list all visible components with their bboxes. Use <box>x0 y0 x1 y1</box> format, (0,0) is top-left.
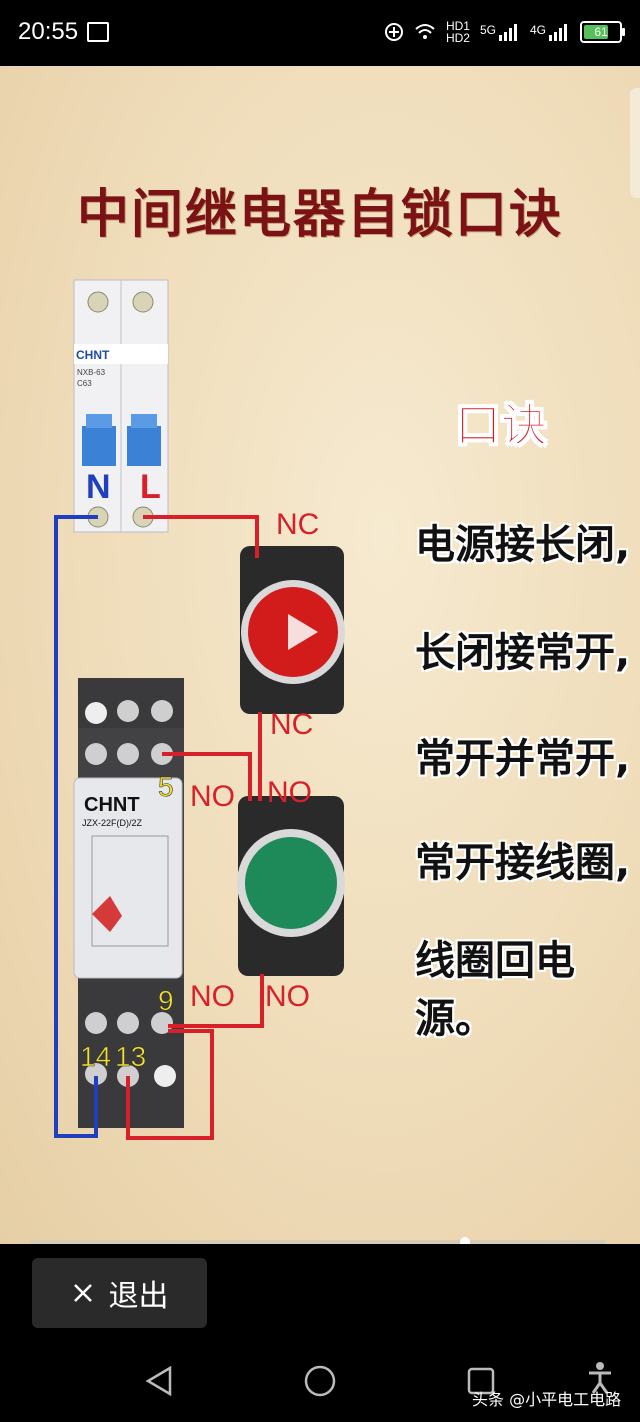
add-circle-icon <box>384 23 403 41</box>
signal-bars-icon <box>498 24 517 41</box>
contact-labels: NC NC NO NO NO NO <box>190 508 319 1013</box>
nc-label-bottom: NC <box>270 708 313 741</box>
start-button <box>237 796 345 976</box>
recents-icon[interactable] <box>466 1366 496 1396</box>
home-icon[interactable] <box>303 1364 337 1398</box>
mnemonic-heading: 口诀 <box>455 398 548 453</box>
edge-panel-handle[interactable] <box>630 88 640 198</box>
signal-4g: 4G <box>530 23 570 41</box>
scroll-thumb[interactable] <box>460 1237 470 1244</box>
status-bar: 20:55 HD1 HD2 5G 4G 61 <box>0 0 640 66</box>
terminal-labels: 5 9 14 13 <box>80 771 174 1073</box>
terminal-9: 9 <box>158 985 174 1016</box>
signal-bars-icon <box>549 24 567 41</box>
nc-label-top: NC <box>276 508 319 541</box>
close-icon <box>73 1284 92 1302</box>
signal-5g: 5G <box>480 23 520 41</box>
breaker-n-label: N <box>86 468 111 506</box>
hd-labels: HD1 HD2 <box>446 20 470 44</box>
hd1-label: HD1 <box>445 19 470 33</box>
navigation-bar <box>0 1335 640 1422</box>
accessibility-icon[interactable] <box>587 1361 613 1395</box>
breaker-l-label: L <box>140 468 161 506</box>
battery-level: 61 <box>594 25 608 39</box>
relay-module: CHNT JZX-22F(D)/2Z <box>73 777 183 979</box>
mnemonic-line-3: 常开并常开, <box>415 736 631 782</box>
terminal-14: 14 <box>80 1041 111 1072</box>
gallery-icon <box>87 22 109 42</box>
battery-icon: 61 <box>580 21 625 43</box>
image-title: 中间继电器自锁口诀 <box>76 184 563 245</box>
terminal-13: 13 <box>115 1041 146 1072</box>
relay-model: JZX-22F(D)/2Z <box>82 818 143 828</box>
no-label-relay5: NO <box>190 780 235 813</box>
breaker-model: NXB-63 <box>77 368 106 377</box>
wires <box>54 515 264 1140</box>
mnemonic-line-1: 电源接长闭, <box>415 522 631 568</box>
breaker-brand: CHNT <box>76 348 110 362</box>
breaker-rating: C63 <box>77 379 92 388</box>
exit-button-label: 退出 <box>108 1279 169 1314</box>
back-icon[interactable] <box>144 1365 174 1397</box>
wifi-icon <box>415 24 435 39</box>
status-icons: HD1 HD2 5G 4G 61 <box>384 16 625 48</box>
mnemonic-line-2: 长闭接常开, <box>415 630 631 676</box>
terminal-5: 5 <box>158 771 174 802</box>
image-scrollbar[interactable] <box>30 1237 605 1244</box>
hd2-label: HD2 <box>445 31 470 45</box>
exit-button[interactable]: 退出 <box>32 1258 207 1328</box>
5g-label: 5G <box>479 23 496 37</box>
status-time: 20:55 <box>18 18 79 45</box>
no-label-green-top: NO <box>267 776 312 809</box>
4g-label: 4G <box>529 23 546 37</box>
image-viewer[interactable]: 中间继电器自锁口诀 CHNT NXB-63 C63 N L <box>0 66 640 1244</box>
circuit-breaker: CHNT NXB-63 C63 N L <box>73 279 169 533</box>
relay-brand: CHNT <box>84 794 140 816</box>
stop-button <box>240 546 345 714</box>
mnemonic-line-5: 线圈回电源。 <box>415 938 575 1042</box>
wiring-diagram: CHNT NXB-63 C63 N L CHNT JZX-22F(D)/2Z <box>54 279 345 1140</box>
source-watermark: 头条 @小平电工电路 <box>472 1390 622 1409</box>
no-label-green-bottom: NO <box>265 980 310 1013</box>
no-label-relay9: NO <box>190 980 235 1013</box>
mnemonic-line-4: 常开接线圈, <box>415 840 631 886</box>
play-icon <box>288 614 318 650</box>
